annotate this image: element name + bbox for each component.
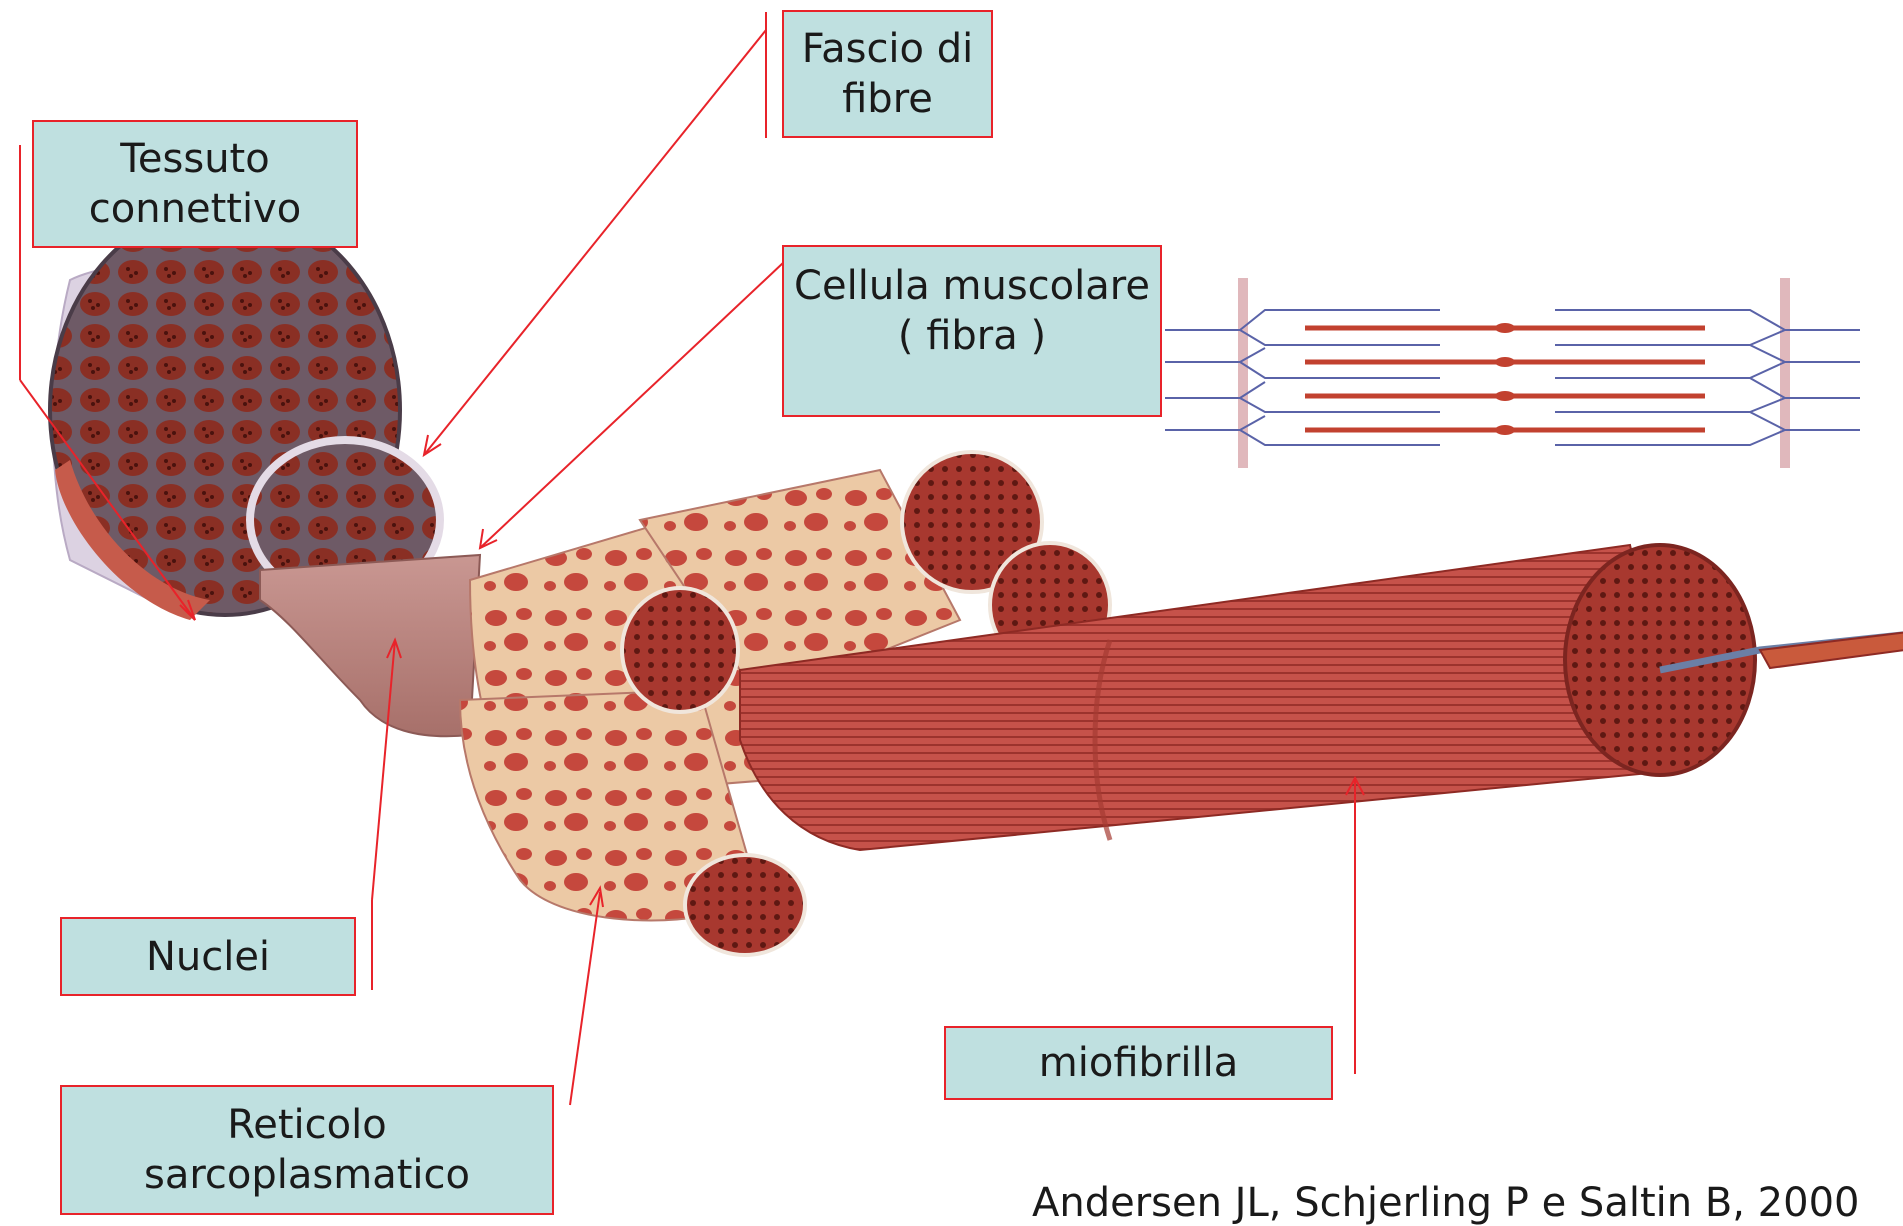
- label-myofibril: miofibrilla: [944, 1026, 1333, 1100]
- myofibril-end-3: [622, 588, 738, 712]
- muscle-fiber-sheath: [260, 555, 480, 736]
- label-connective-tissue: Tessuto connettivo: [32, 120, 358, 248]
- sarcomere-schematic: [1165, 278, 1860, 468]
- myofibril-end-4: [685, 855, 805, 955]
- label-sarcoplasmic-reticulum: Reticolo sarcoplasmatico: [60, 1085, 554, 1215]
- label-muscle-cell: Cellula muscolare ( fibra ): [782, 245, 1162, 417]
- label-fiber-bundle: Fascio di fibre: [782, 10, 993, 138]
- label-nuclei: Nuclei: [60, 917, 356, 996]
- source-credit: Andersen JL, Schjerling P e Saltin B, 20…: [1032, 1180, 1859, 1226]
